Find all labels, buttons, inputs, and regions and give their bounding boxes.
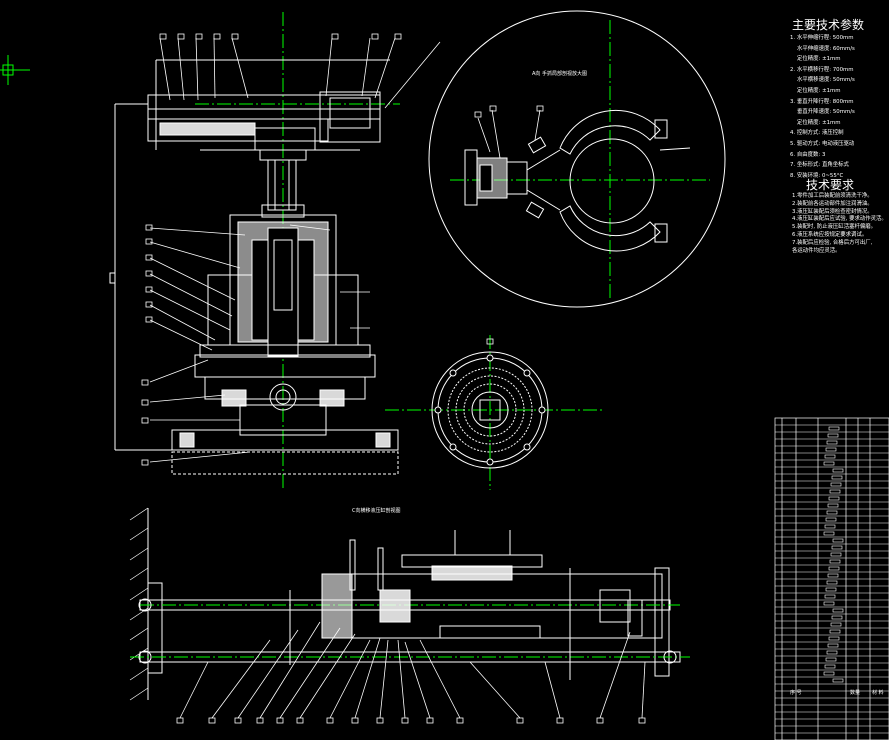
title-block-qty-header: 数量 — [850, 690, 861, 696]
detail-a-title: A向 手抓局部剖视放大图 — [532, 71, 588, 77]
parts-list-cell-mark — [828, 496, 840, 501]
param-line: 定位精度: ±1mm — [797, 87, 841, 94]
params-list: 1. 水平伸缩行程: 500mm 水平伸缩速度: 60mm/s 定位精度: ±1… — [790, 33, 855, 181]
requirements-heading: 技术要求 — [806, 178, 855, 192]
parts-list-cell-mark — [823, 671, 835, 676]
requirement-line: 4.液压缸装配后应试验, 要求动作灵活。 — [792, 216, 887, 223]
param-line: 水平横移速度: 50mm/s — [797, 77, 855, 84]
param-line: 1. 水平伸缩行程: 500mm — [790, 35, 854, 41]
ucs-crosshair-icon — [0, 55, 30, 85]
parts-list-cell-mark — [825, 517, 837, 522]
parts-list-cell-mark — [830, 482, 842, 487]
parts-list-cell-mark — [823, 531, 835, 536]
requirement-line: 5.装配时, 防止液压缸活塞杆偏磨。 — [792, 224, 877, 231]
parts-list-cell-mark — [824, 594, 836, 599]
param-line: 8. 安装环境: 0~55°C — [790, 172, 844, 179]
requirement-line: 6.液压系统应按规定要求调试。 — [792, 231, 868, 238]
param-line: 垂直升降速度: 50mm/s — [797, 109, 855, 116]
parts-list-cell-mark — [830, 622, 842, 627]
parts-list-cell-mark — [829, 629, 841, 634]
title-block-seq-header: 序 号 — [790, 690, 802, 696]
main-assembly-view — [109, 12, 441, 490]
parts-list-cell-mark — [826, 580, 838, 585]
parts-list-cell-mark — [830, 552, 842, 557]
param-line: 4. 控制方式: 液压控制 — [790, 130, 844, 137]
detail-c-title: C向横移液压缸剖视图 — [352, 508, 401, 514]
parts-list-cell-mark — [827, 503, 839, 508]
params-heading: 主要技术参数 — [792, 18, 865, 32]
param-line: 5. 驱动方式: 电动液压驱动 — [790, 140, 855, 147]
requirement-line: 各运动件均应灵活。 — [792, 247, 841, 254]
parts-list-cell-mark — [831, 475, 843, 480]
parts-list-cell-mark — [831, 545, 843, 550]
parts-list-cell-mark — [829, 489, 841, 494]
parts-list-cell-mark — [832, 468, 844, 473]
parts-list-cell-mark — [826, 650, 838, 655]
parts-list-cell-mark — [827, 433, 839, 438]
parts-list-rows — [775, 424, 889, 734]
requirement-line: 2.装配前各运动部件加注润滑油。 — [792, 200, 873, 207]
parts-list-cell-mark — [824, 454, 836, 459]
param-line: 水平伸缩速度: 60mm/s — [797, 45, 855, 52]
parts-list-cell-mark — [825, 447, 837, 452]
parts-list-cell-mark — [826, 440, 838, 445]
parts-list-cell-mark — [829, 559, 841, 564]
parts-list-cell-mark — [825, 657, 837, 662]
parts-list-cell-mark — [832, 608, 844, 613]
requirement-line: 7.装配后应检验, 合格后方可出厂, — [792, 239, 873, 246]
parts-list-cell-mark — [827, 643, 839, 648]
parts-list-cell-mark — [824, 524, 836, 529]
parts-list-cell-mark — [823, 601, 835, 606]
parts-list-cell-mark — [827, 573, 839, 578]
param-line: 3. 垂直升降行程: 800mm — [790, 98, 854, 105]
parts-list-cell-mark — [826, 510, 838, 515]
parts-list-cell-mark — [828, 566, 840, 571]
parts-list-cell-mark — [828, 426, 840, 431]
parts-list-cell-mark — [832, 538, 844, 543]
param-line: 定位精度: ±1mm — [797, 56, 841, 63]
requirements-list: 1.零件加工后装配前须清洗干净。 2.装配前各运动部件加注润滑油。 3.液压缸装… — [792, 193, 887, 255]
requirement-line: 3.液压缸装配后须检查密封情况。 — [792, 208, 873, 215]
param-line: 定位精度: ±1mm — [797, 119, 841, 126]
param-line: 7. 坐标形式: 直角坐标式 — [790, 162, 849, 169]
param-line: 2. 水平横移行程: 700mm — [790, 66, 854, 73]
parts-list-cell-mark — [832, 678, 844, 683]
parts-list-cell-mark — [825, 587, 837, 592]
detail-a-view — [428, 10, 726, 308]
parts-list-cell-mark — [823, 461, 835, 466]
balloon-tags — [141, 33, 402, 466]
parts-list-cell-mark — [824, 664, 836, 669]
param-line: 6. 自由度数: 3 — [790, 151, 826, 158]
parts-list-cell-mark — [831, 615, 843, 620]
requirement-line: 1.零件加工后装配前须清洗干净。 — [792, 193, 873, 199]
detail-c-view — [129, 507, 690, 724]
parts-list-cell-mark — [828, 636, 840, 641]
section-view — [385, 335, 605, 490]
title-block-mat-header: 材 料 — [872, 690, 884, 696]
